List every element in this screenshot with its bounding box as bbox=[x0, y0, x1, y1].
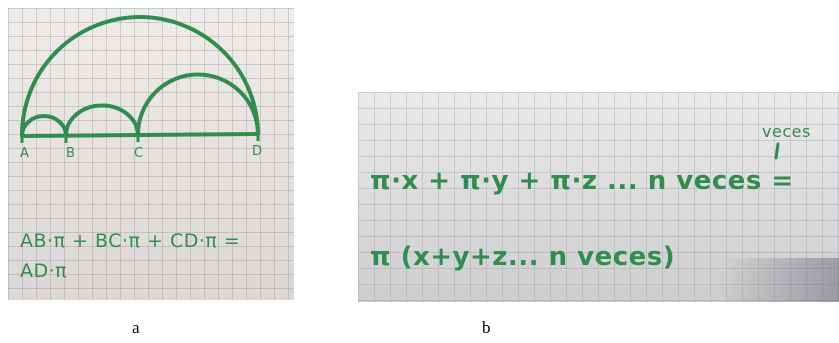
caption-a: a bbox=[132, 318, 140, 337]
point-label-b: B bbox=[66, 146, 76, 161]
semicircle-bc bbox=[63, 103, 140, 137]
equation-a-line2: AD·π bbox=[20, 260, 68, 282]
photo-a: A B C D AB·π + BC·π + CD·π = AD·π bbox=[8, 8, 294, 300]
semicircles-drawing bbox=[19, 15, 260, 143]
equation-b-line1: π·x + π·y + π·z ... n veces = bbox=[370, 166, 794, 196]
annotation-arrow bbox=[774, 142, 780, 160]
baseline-segment bbox=[20, 132, 260, 138]
annotation-veces: veces bbox=[762, 122, 811, 141]
photo-shadow bbox=[719, 258, 839, 302]
equation-b-line2: π (x+y+z... n veces) bbox=[370, 242, 676, 272]
point-label-a: A bbox=[20, 146, 30, 161]
caption-b: b bbox=[482, 318, 491, 337]
semicircle-ab bbox=[20, 114, 68, 137]
equation-a-line1: AB·π + BC·π + CD·π = bbox=[20, 230, 241, 252]
point-label-c: C bbox=[134, 146, 144, 161]
point-label-d: D bbox=[252, 144, 263, 159]
semicircle-ad bbox=[19, 15, 260, 137]
semicircle-cd bbox=[135, 72, 260, 136]
photo-b: veces π·x + π·y + π·z ... n veces = π (x… bbox=[358, 92, 839, 302]
